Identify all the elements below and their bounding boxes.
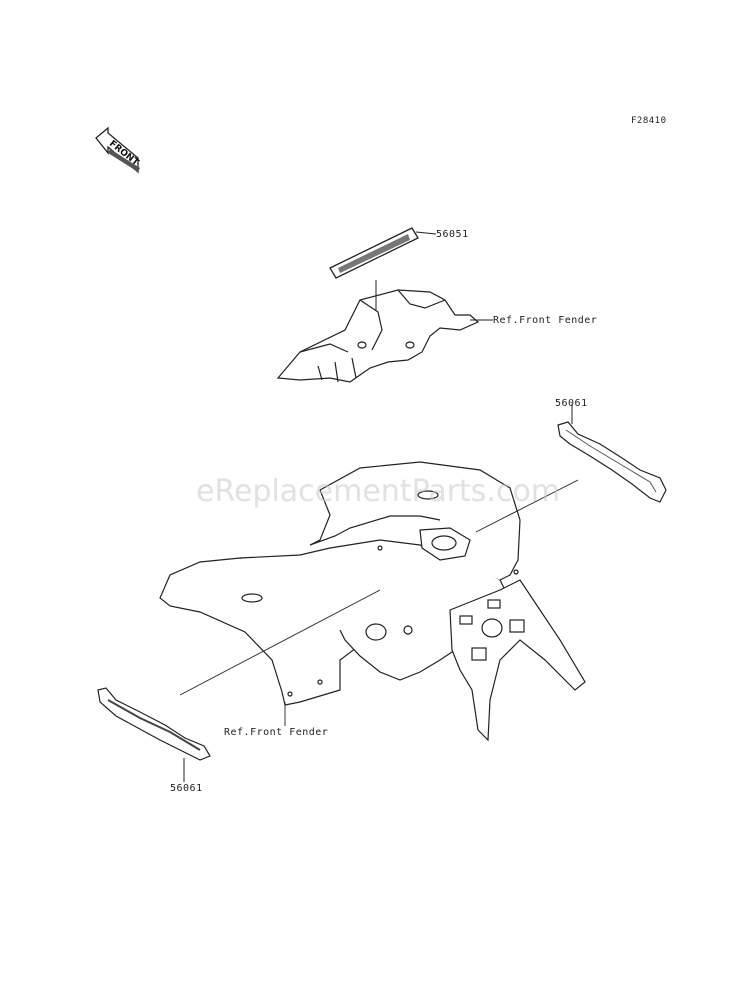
- callout-top-decal[interactable]: 56051: [436, 229, 469, 240]
- callout-right-decal[interactable]: 56061: [555, 398, 588, 409]
- right-decal-part: [557, 404, 667, 503]
- callout-ref-front-fender-top: Ref.Front Fender: [493, 315, 598, 326]
- figure-id-label: F28410: [631, 116, 667, 126]
- watermark-text: eReplacementParts.com: [196, 474, 561, 509]
- upper-fender-assembly: [276, 280, 493, 383]
- main-front-fender: [159, 461, 586, 742]
- bottom-decal-part: [97, 687, 211, 782]
- callout-bottom-decal[interactable]: 56061: [170, 783, 203, 794]
- callout-ref-front-fender-bottom: Ref.Front Fender: [224, 727, 329, 738]
- top-decal-part: [329, 227, 437, 279]
- front-arrow-icon: FRONT: [95, 126, 141, 174]
